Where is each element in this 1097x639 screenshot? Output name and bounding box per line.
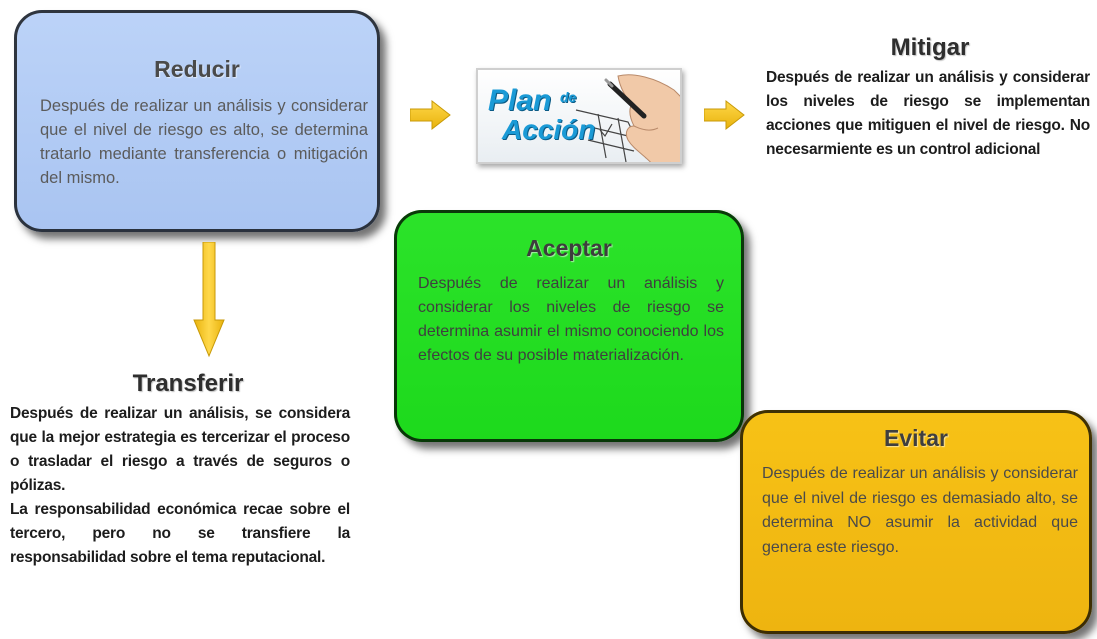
- arrow-right-icon: [704, 99, 745, 131]
- plan-word: Plan: [488, 84, 552, 117]
- transferir-title: Transferir: [132, 370, 244, 397]
- plan-accion-word: Acción: [502, 114, 596, 145]
- mitigar-description: Después de realizar un análisis y consid…: [766, 69, 1090, 158]
- aceptar-description: Después de realizar un análisis y consid…: [418, 275, 724, 364]
- hand-writing-checklist-icon: [575, 74, 680, 162]
- reducir-box: Reducir Después de realizar un análisis …: [14, 10, 380, 232]
- transferir-paragraph-2: La responsabilidad económica recae sobre…: [10, 501, 350, 566]
- evitar-description: Después de realizar un análisis y consid…: [762, 465, 1078, 556]
- evitar-box: Evitar Después de realizar un análisis y…: [740, 410, 1092, 634]
- reducir-title: Reducir: [154, 56, 240, 82]
- mitigar-title: Mitigar: [890, 34, 970, 61]
- aceptar-box: Aceptar Después de realizar un análisis …: [394, 210, 744, 442]
- transferir-description: Después de realizar un análisis, se cons…: [10, 402, 350, 570]
- arrow-down-icon: [193, 242, 225, 358]
- aceptar-title: Aceptar: [526, 235, 612, 261]
- evitar-title: Evitar: [884, 425, 948, 451]
- plan-de-word: de: [560, 89, 577, 105]
- plan-de-accion-image: Plan de Acción: [476, 68, 682, 164]
- reducir-description: Después de realizar un análisis y consid…: [40, 97, 368, 187]
- arrow-right-icon: [410, 99, 451, 131]
- transferir-paragraph-1: Después de realizar un análisis, se cons…: [10, 405, 350, 494]
